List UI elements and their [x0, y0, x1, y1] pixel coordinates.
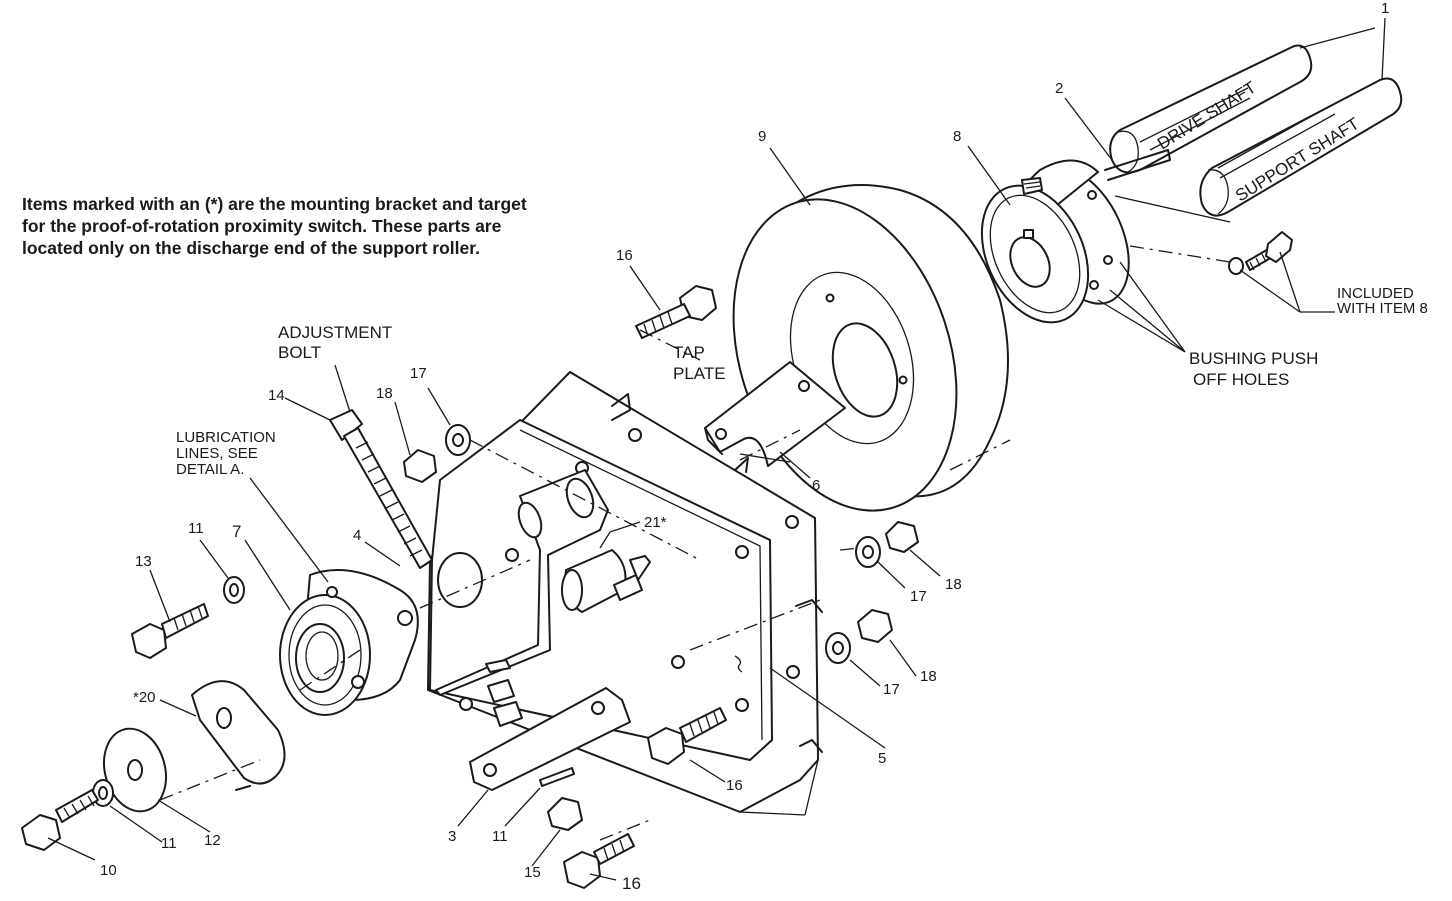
flange-bearing	[279, 569, 419, 716]
note-line-2: for the proof-of-rotation proximity swit…	[22, 216, 502, 236]
bolt-label: BOLT	[278, 343, 321, 362]
locknut-15	[547, 797, 583, 831]
item-11-label-lower: 11	[161, 835, 177, 852]
leader-lines	[47, 17, 1386, 881]
with-item-8-label: WITH ITEM 8	[1337, 300, 1428, 317]
adjustment-label: ADJUSTMENT	[278, 323, 392, 342]
lines-see-label: LINES, SEE	[176, 445, 258, 462]
item-12-label: 12	[204, 832, 221, 849]
bushing-capscrew	[1228, 231, 1293, 275]
item-6-label: 6	[812, 477, 820, 494]
item-18-label-top: 18	[376, 385, 393, 402]
nut-18-top-left	[403, 449, 437, 483]
nut-18-right-upper	[885, 521, 919, 553]
target-20	[191, 680, 286, 791]
item-14-label: 14	[268, 387, 285, 404]
item-4-label: 4	[353, 527, 361, 544]
item-17-label-right-upper: 17	[910, 588, 927, 605]
off-holes-label: OFF HOLES	[1193, 370, 1289, 389]
tap-plate	[704, 361, 846, 467]
lubrication-label: LUBRICATION	[176, 429, 276, 446]
washer-11-upper	[223, 576, 245, 604]
plate-label: PLATE	[673, 364, 726, 383]
hex-bolt-16-top	[635, 285, 717, 339]
tapered-bushing	[980, 159, 1130, 324]
tap-label: TAP	[673, 343, 705, 362]
adjustment-bolt	[329, 409, 433, 569]
item-16-label-top: 16	[616, 247, 633, 264]
item-1-label: 1	[1381, 0, 1389, 17]
item-13-label: 13	[135, 553, 152, 570]
item-7-label: 7	[232, 522, 241, 541]
item-16-label-mid: 16	[726, 777, 743, 794]
note-line-3: located only on the discharge end of the…	[22, 238, 480, 258]
hex-bolt-16-mid	[647, 707, 727, 765]
item-3-label: 3	[448, 828, 456, 845]
note-line-1: Items marked with an (*) are the mountin…	[22, 194, 527, 214]
item-2-label: 2	[1055, 80, 1063, 97]
item-11-label-bottom: 11	[492, 828, 508, 845]
item-10-label: 10	[100, 862, 117, 879]
item-8-label: 8	[953, 128, 961, 145]
item-17-label-right-lower: 17	[883, 681, 900, 698]
item-16-label-bottom: 16	[622, 874, 641, 893]
detail-a-label: DETAIL A.	[176, 461, 244, 478]
washer-12	[103, 727, 167, 813]
nut-18-right-lower	[857, 609, 893, 643]
item-18-label-right-upper: 18	[945, 576, 962, 593]
assembly-note: Items marked with an (*) are the mountin…	[22, 193, 622, 259]
washer-17-right-lower	[825, 632, 851, 664]
washer-17-top-left	[445, 424, 471, 456]
washer-17-right-upper	[855, 536, 881, 568]
item-20-label: *20	[133, 689, 156, 706]
proximity-bracket	[435, 469, 651, 696]
included-label: INCLUDED	[1337, 285, 1414, 302]
item-11-label-upper: 11	[188, 520, 204, 537]
item-5-label: 5	[878, 750, 886, 767]
hex-bolt-13	[131, 603, 209, 659]
item-9-label: 9	[758, 128, 766, 145]
bushing-push-label: BUSHING PUSH	[1189, 349, 1318, 368]
item-15-label: 15	[524, 864, 541, 881]
item-17-label-top: 17	[410, 365, 427, 382]
hex-bolt-10	[21, 789, 99, 851]
item-18-label-right-lower: 18	[920, 668, 937, 685]
take-up-slide	[469, 659, 631, 791]
item-21-label: 21*	[644, 514, 667, 531]
